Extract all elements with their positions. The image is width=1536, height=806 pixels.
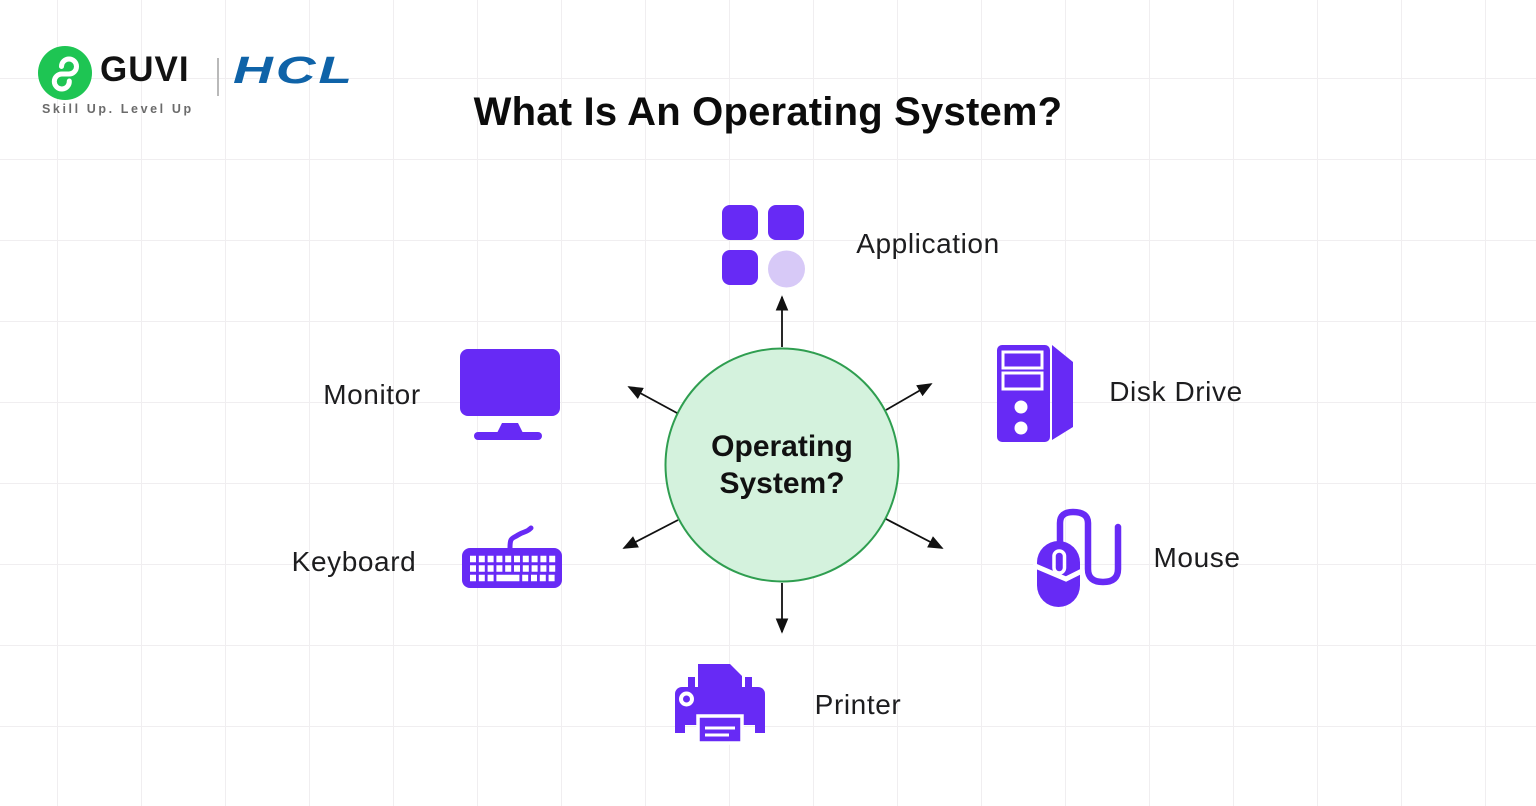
logo-divider-line <box>217 58 219 96</box>
arrow-to-disk-drive <box>885 383 933 411</box>
app-grid-icon <box>722 205 805 288</box>
center-label-line2: System? <box>719 467 845 500</box>
mouse-icon <box>1033 508 1122 607</box>
keyboard-icon <box>462 525 562 588</box>
guvi-logo-icon <box>38 46 92 100</box>
arrow-to-keyboard <box>622 519 679 549</box>
node-label-keyboard: Keyboard <box>291 546 417 577</box>
page-title: What Is An Operating System? <box>473 90 1063 134</box>
node-label-mouse: Mouse <box>1153 542 1241 573</box>
center-label-line1: Operating <box>711 430 853 463</box>
brand-tagline: Skill Up. Level Up <box>42 102 194 116</box>
guvi-wordmark: GUVI <box>100 50 190 89</box>
node-label-printer: Printer <box>814 689 902 720</box>
arrow-to-monitor <box>627 386 678 414</box>
arrow-to-mouse <box>885 518 944 549</box>
center-circle-label: Operating System? <box>711 428 853 502</box>
computer-tower-icon <box>997 345 1073 442</box>
hcl-wordmark: HCL <box>233 50 355 92</box>
node-label-monitor: Monitor <box>323 379 421 410</box>
printer-icon <box>675 664 765 745</box>
node-label-application: Application <box>856 228 1000 259</box>
node-label-disk-drive: Disk Drive <box>1109 376 1243 407</box>
monitor-icon <box>460 349 560 440</box>
center-circle <box>664 347 900 583</box>
